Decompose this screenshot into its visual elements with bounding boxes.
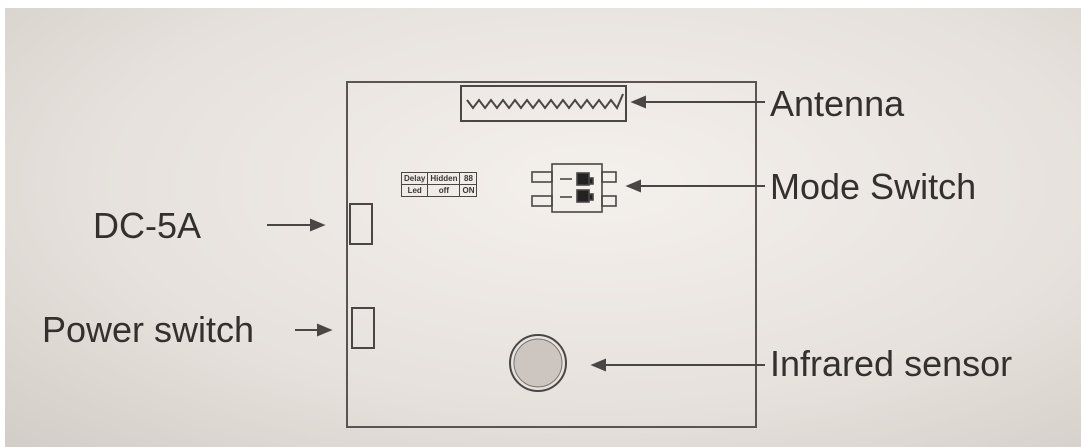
mode-table-cell: ON [459, 184, 478, 197]
diagram-photo: Delay Hidden 88 Led off ON Antenna Mode … [5, 8, 1081, 447]
dip-switch [531, 163, 617, 213]
infrared-sensor-outer [509, 334, 567, 392]
circuit-board-outline [346, 81, 757, 428]
diagram-drawing [267, 85, 765, 392]
mode-switch-label: Mode Switch [770, 166, 977, 207]
antenna-coil [466, 93, 624, 110]
power-switch-body [351, 307, 375, 349]
antenna-label: Antenna [770, 83, 905, 124]
power-switch-label: Power switch [42, 309, 255, 350]
infrared-sensor-inner [513, 338, 563, 388]
mode-table: Delay Hidden 88 Led off ON [400, 172, 478, 197]
mode-table-cell: Led [400, 184, 429, 197]
antenna-box [460, 85, 627, 122]
dc-jack [349, 203, 373, 245]
mode-table-cell: off [427, 184, 461, 197]
mode-table-cell: Delay [400, 172, 429, 185]
infrared-sensor-label: Infrared sensor [770, 343, 1013, 384]
dc-label: DC-5A [93, 205, 202, 246]
mode-table-cell: Hidden [427, 172, 461, 185]
mode-table-cell: 88 [459, 172, 478, 185]
